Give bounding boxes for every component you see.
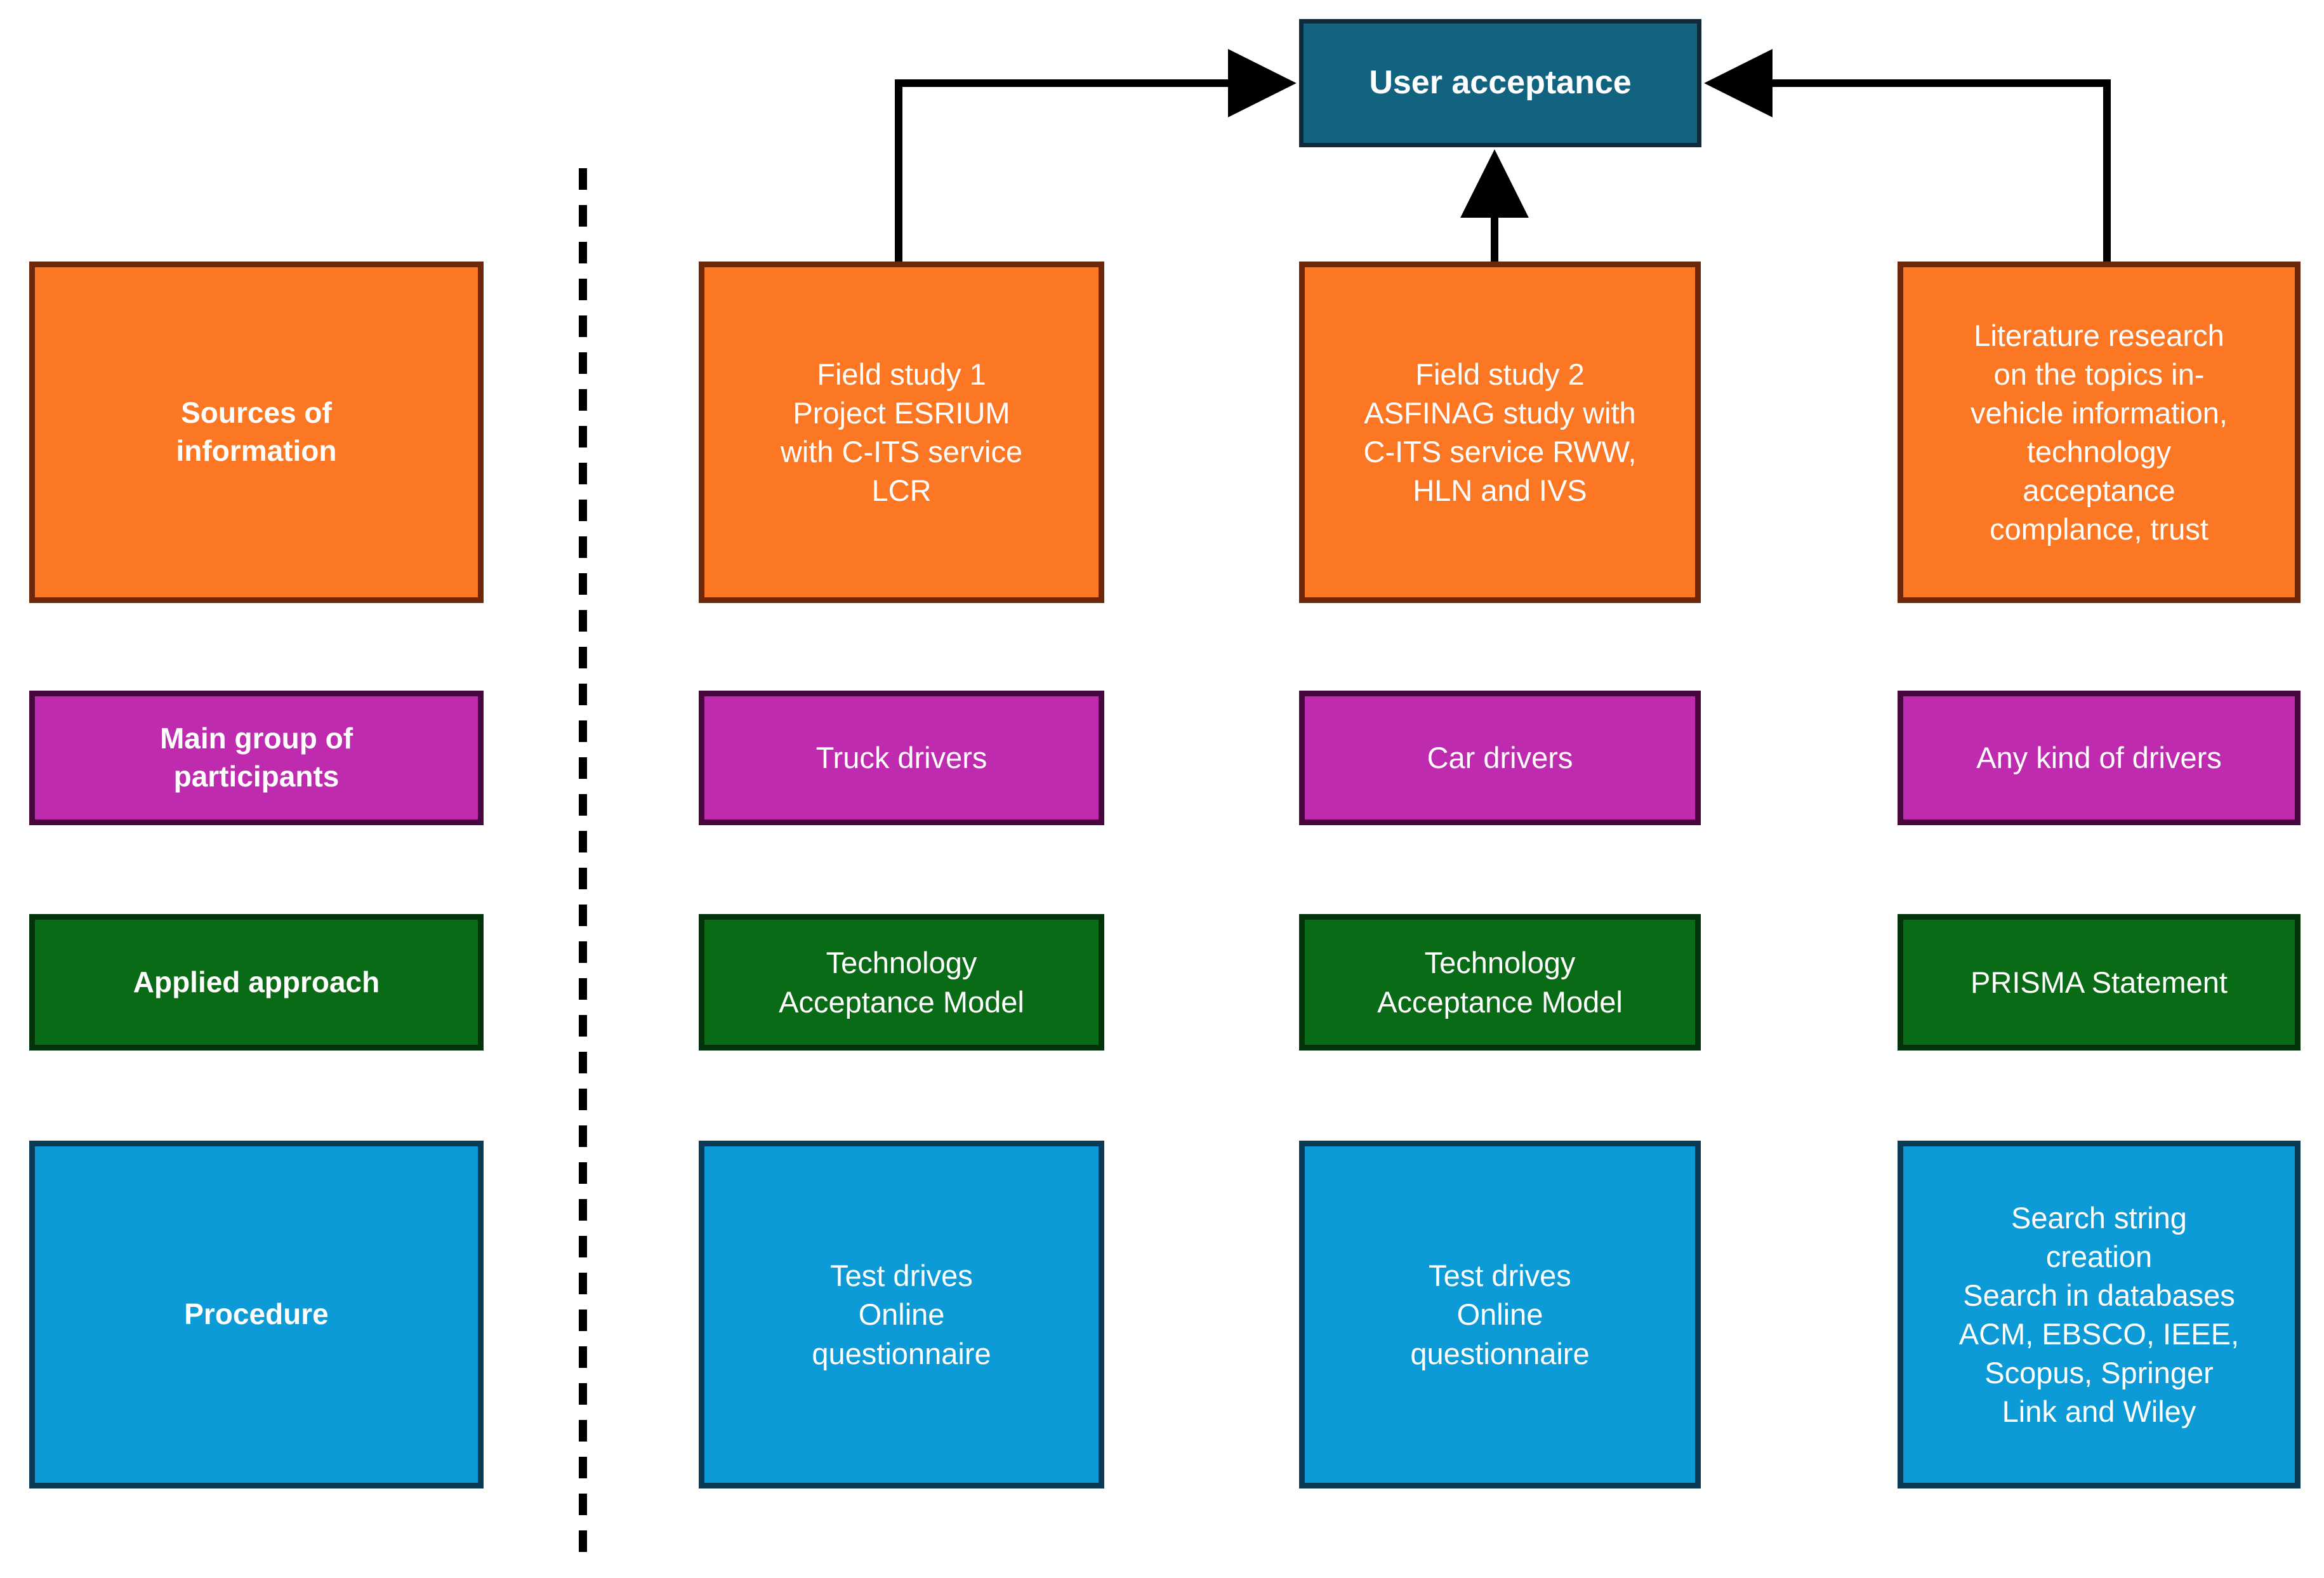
cell-approach-column-2[interactable]: Technology Acceptance Model [1299, 914, 1701, 1051]
cell-text: Field study 1 Project ESRIUM with C-ITS … [780, 357, 1023, 508]
cell-text: Literature research on the topics in- ve… [1971, 318, 2228, 547]
cell-text: Field study 2 ASFINAG study with C-ITS s… [1363, 357, 1637, 508]
arrow-literature-research [1704, 49, 2111, 262]
cell-approach-column-1[interactable]: Technology Acceptance Model [699, 914, 1104, 1051]
cell-text: PRISMA Statement [1971, 965, 2228, 999]
cell-procedure-column-1[interactable]: Test drives Online questionnaire [699, 1141, 1104, 1488]
cell-procedure-column-3[interactable]: Search string creation Search in databas… [1898, 1141, 2301, 1488]
cell-sources-column-1[interactable]: Field study 1 Project ESRIUM with C-ITS … [699, 262, 1104, 603]
row-label-text: Sources of information [176, 396, 337, 467]
user-acceptance-label: User acceptance [1369, 64, 1632, 102]
cell-text: Technology Acceptance Model [1377, 946, 1623, 1019]
cell-participants-column-1[interactable]: Truck drivers [699, 691, 1104, 825]
row-label-procedure: Procedure [29, 1141, 484, 1488]
cell-text: Search string creation Search in databas… [1958, 1200, 2240, 1429]
cell-participants-column-2[interactable]: Car drivers [1299, 691, 1701, 825]
cell-text: Test drives Online questionnaire [812, 1259, 991, 1370]
section-divider [579, 168, 587, 1552]
user-acceptance-box[interactable]: User acceptance [1299, 19, 1701, 147]
row-label-text: Applied approach [133, 965, 380, 998]
row-label-text: Procedure [184, 1297, 329, 1331]
row-label-sources-of-information: Sources of information [29, 262, 484, 603]
cell-text: Technology Acceptance Model [779, 946, 1024, 1019]
row-label-applied-approach: Applied approach [29, 914, 484, 1051]
cell-text: Truck drivers [815, 741, 987, 775]
cell-sources-column-2[interactable]: Field study 2 ASFINAG study with C-ITS s… [1299, 262, 1701, 603]
cell-sources-column-3[interactable]: Literature research on the topics in- ve… [1898, 262, 2301, 603]
cell-approach-column-3[interactable]: PRISMA Statement [1898, 914, 2301, 1051]
cell-procedure-column-2[interactable]: Test drives Online questionnaire [1299, 1141, 1701, 1488]
arrow-field-study-1 [895, 49, 1297, 262]
cell-text: Car drivers [1427, 741, 1573, 775]
row-label-text: Main group of participants [159, 722, 353, 793]
row-label-main-group-of-participants: Main group of participants [29, 691, 484, 825]
cell-text: Test drives Online questionnaire [1410, 1259, 1590, 1370]
cell-participants-column-3[interactable]: Any kind of drivers [1898, 691, 2301, 825]
cell-text: Any kind of drivers [1976, 741, 2222, 775]
